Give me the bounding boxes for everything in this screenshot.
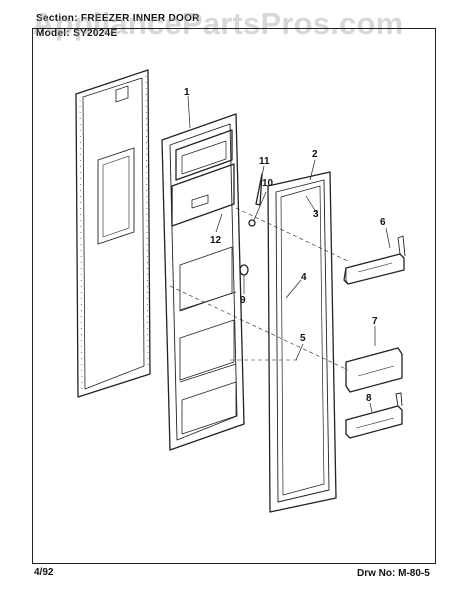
section-title: Section: FREEZER INNER DOOR — [36, 13, 200, 24]
callout-4: 4 — [301, 272, 307, 283]
model-number: Model: SY2024E — [36, 28, 118, 39]
callout-12: 12 — [210, 235, 222, 246]
callout-11: 11 — [259, 156, 270, 167]
callout-1: 1 — [184, 87, 190, 98]
callout-9: 9 — [240, 295, 246, 306]
drawing-frame — [32, 28, 436, 564]
revision-date: 4/92 — [34, 567, 54, 578]
callout-5: 5 — [300, 333, 306, 344]
callout-3: 3 — [313, 209, 319, 220]
callout-6: 6 — [380, 217, 386, 228]
door-bin-deep — [345, 347, 403, 393]
small-part-9 — [239, 264, 249, 276]
small-part-11 — [255, 173, 263, 206]
callout-2: 2 — [312, 149, 318, 160]
callout-8: 8 — [366, 393, 372, 404]
inner-door-liner — [161, 113, 245, 451]
door-gasket — [267, 171, 337, 513]
door-panel-outer — [75, 69, 151, 398]
drawing-number: Drw No: M-80-5 — [357, 568, 430, 579]
door-bin-upper — [343, 235, 406, 285]
watermark: AppliancePartsPros.com — [32, 6, 404, 41]
callout-7: 7 — [372, 316, 378, 327]
callout-10: 10 — [262, 178, 274, 189]
door-bin-lower — [345, 392, 403, 439]
callout-labels: 1 2 3 4 5 6 7 8 9 10 11 12 — [184, 87, 386, 404]
small-part-10 — [248, 219, 256, 227]
leader-lines — [169, 95, 391, 413]
